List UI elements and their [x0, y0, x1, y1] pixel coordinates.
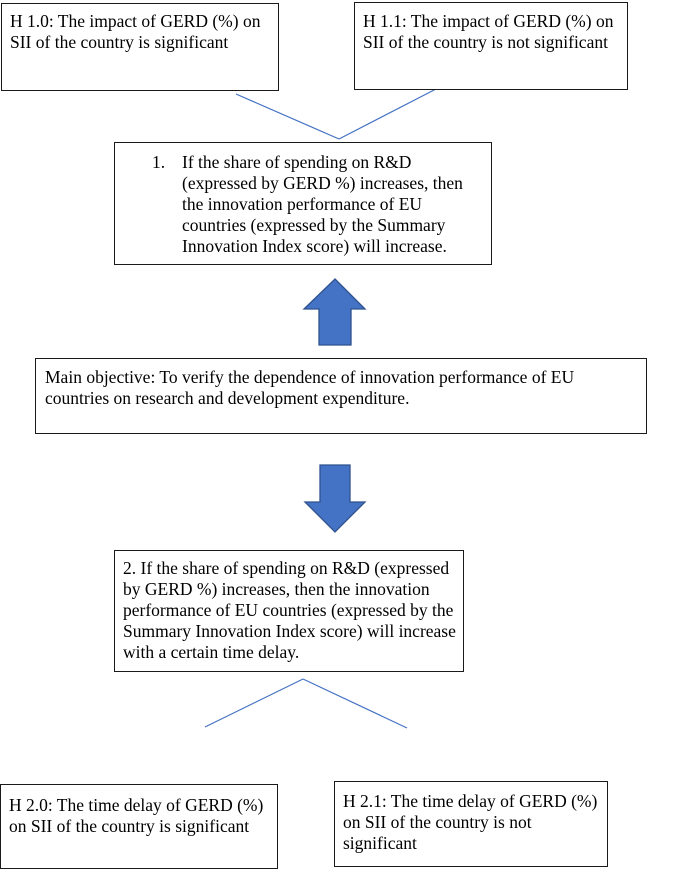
hypothesis-1-text: If the share of spending on R&D (express…	[182, 152, 463, 256]
hypothesis-h11-text: H 1.1: The impact of GERD (%) on SII of …	[363, 11, 614, 52]
hypothesis-2-box: 2. If the share of spending on R&D (expr…	[114, 550, 464, 672]
down-arrow-icon	[303, 464, 367, 533]
connector-line-h11	[338, 88, 437, 140]
hypothesis-h10-box: H 1.0: The impact of GERD (%) on SII of …	[1, 3, 279, 91]
main-objective-text: Main objective: To verify the dependence…	[45, 367, 575, 408]
hypothesis-h20-box: H 2.0: The time delay of GERD (%) on SII…	[0, 784, 278, 869]
hypothesis-h21-box: H 2.1: The time delay of GERD (%) on SII…	[334, 781, 608, 867]
hypothesis-h11-box: H 1.1: The impact of GERD (%) on SII of …	[354, 2, 628, 90]
connector-line-h10	[235, 93, 340, 140]
connector-line-h21	[302, 678, 408, 729]
hypothesis-h21-text: H 2.1: The time delay of GERD (%) on SII…	[343, 791, 598, 853]
hypothesis-1-number: 1.	[152, 152, 166, 172]
main-objective-box: Main objective: To verify the dependence…	[35, 358, 647, 434]
hypothesis-h10-text: H 1.0: The impact of GERD (%) on SII of …	[10, 11, 261, 52]
up-arrow-icon	[302, 278, 367, 346]
hypothesis-2-text: 2. If the share of spending on R&D (expr…	[123, 558, 456, 662]
hypothesis-1-box: 1. If the share of spending on R&D (expr…	[114, 142, 492, 265]
connector-line-h20	[204, 678, 304, 728]
hypothesis-h20-text: H 2.0: The time delay of GERD (%) on SII…	[9, 795, 264, 836]
